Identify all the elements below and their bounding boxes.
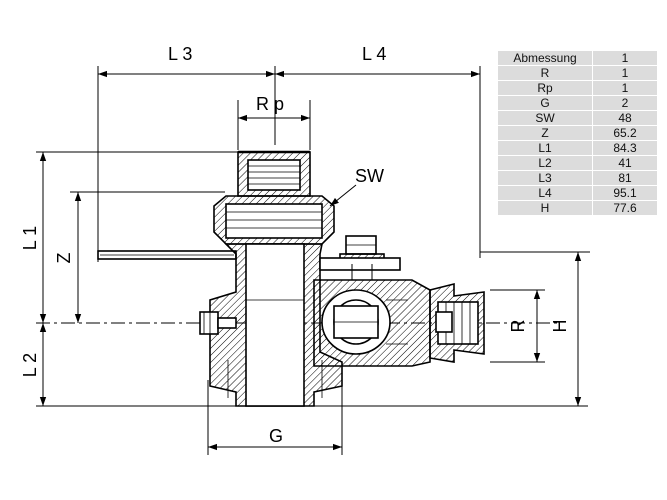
table-cell-name: Rp [497,80,593,96]
table-cell-name: SW [497,110,593,126]
dimension-lines [39,70,582,451]
table-cell-value: 1 [592,80,658,96]
table-row: SW 48 [497,110,658,126]
table-row: L1 84.3 [497,140,658,156]
table-cell-value: 77.6 [592,200,658,216]
table-row: L4 95.1 [497,185,658,201]
table-row: L2 41 [497,155,658,171]
label-sw: SW [355,166,384,186]
label-l3: L 3 [168,44,192,64]
table-cell-name: L1 [497,140,593,156]
label-g: G [269,426,283,446]
table-cell-value: 81 [592,170,658,186]
ball-valve-housing [313,279,431,367]
table-cell-value: 65.2 [592,125,658,141]
table-row: L3 81 [497,170,658,186]
table-cell-name: H [497,200,593,216]
table-header-value: 1 [592,50,658,66]
label-rp: R p [256,94,284,114]
table-row: Z 65.2 [497,125,658,141]
side-plug [199,311,237,335]
table-cell-value: 95.1 [592,185,658,201]
table-cell-value: 2 [592,95,658,111]
table-cell-value: 41 [592,155,658,171]
label-r: R [508,320,528,333]
table-cell-name: L4 [497,185,593,201]
table-cell-value: 84.3 [592,140,658,156]
ball-valve-stem [319,235,401,280]
table-cell-name: R [497,65,593,81]
label-l1: L 1 [20,226,40,250]
dimension-table: Abmessung 1 R 1 Rp 1 G 2 SW 48 Z 65.2 L1… [497,50,658,216]
table-cell-name: L3 [497,170,593,186]
table-row: Rp 1 [497,80,658,96]
table-row: H 77.6 [497,200,658,216]
label-z: Z [54,253,74,264]
valve-body [97,150,485,407]
table-cell-name: Z [497,125,593,141]
table-cell-value: 1 [592,65,658,81]
table-row: G 2 [497,95,658,111]
sw-leader [329,184,357,207]
table-row: R 1 [497,65,658,81]
table-header-name: Abmessung [497,50,593,66]
valve-handle [97,250,237,260]
label-h: H [550,320,570,333]
label-l4: L 4 [362,44,386,64]
end-connector [429,282,485,363]
table-cell-name: G [497,95,593,111]
table-cell-name: L2 [497,155,593,171]
top-coupling [237,150,311,197]
union-nut [213,195,335,245]
table-header-row: Abmessung 1 [497,50,658,66]
table-cell-value: 48 [592,110,658,126]
label-l2: L 2 [20,353,40,377]
